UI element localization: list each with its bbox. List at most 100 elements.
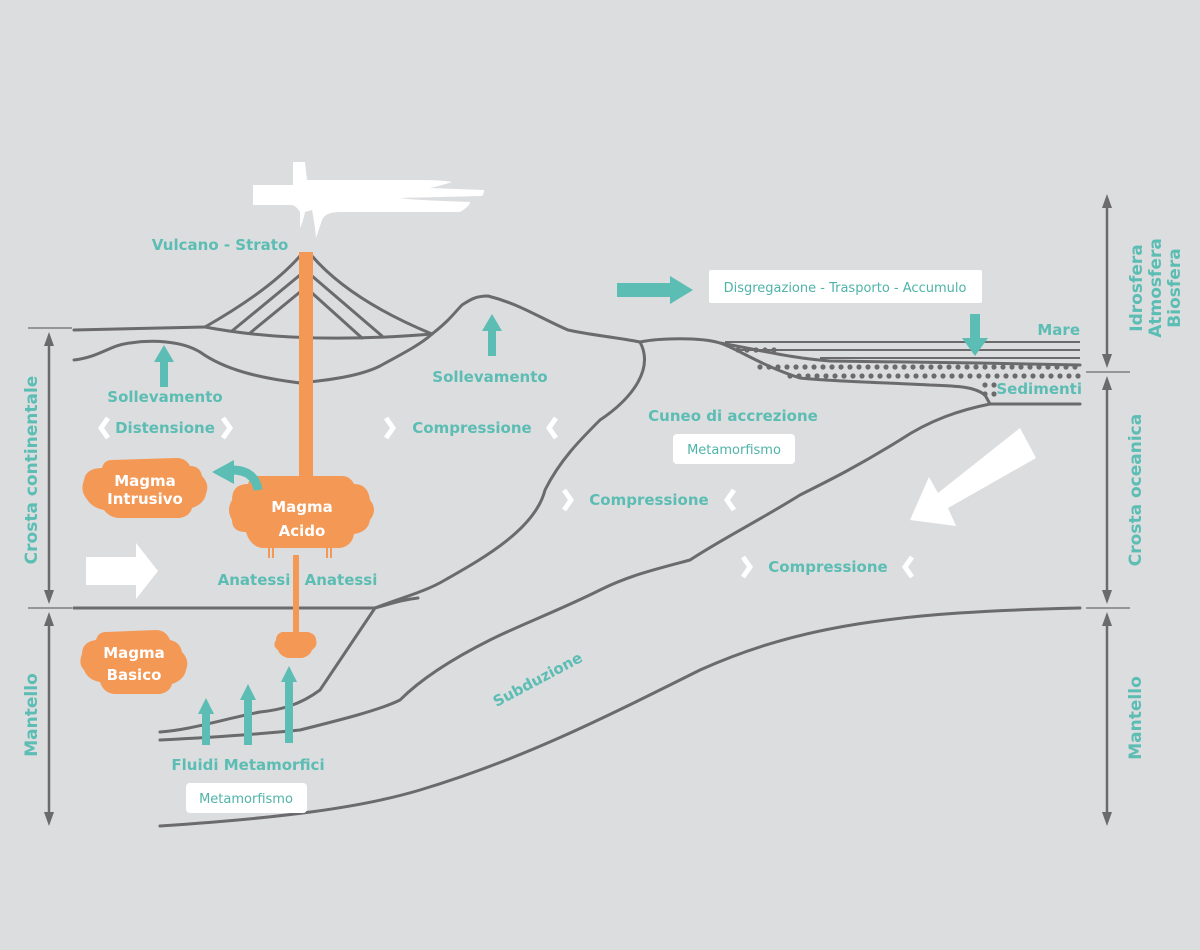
- sediment-dot: [910, 364, 916, 370]
- anatessi-drip: [326, 548, 328, 558]
- sediment-dot: [901, 364, 907, 370]
- label-mare: Mare: [1037, 321, 1080, 339]
- sediment-dot: [793, 364, 799, 370]
- sediment-dot: [964, 364, 970, 370]
- compression-chevron-3-left: [740, 555, 754, 579]
- sediment-dot: [784, 364, 790, 370]
- chevrons: [97, 416, 915, 579]
- sediment-dot: [847, 364, 853, 370]
- left-axis: Crosta continentale Mantello: [22, 327, 72, 826]
- sediment-dot: [1075, 373, 1081, 379]
- sediment-dot: [829, 364, 835, 370]
- sediment-dot: [820, 364, 826, 370]
- sediment-dot: [850, 373, 856, 379]
- sediment-top: [718, 341, 1082, 367]
- sediment-dot: [991, 391, 997, 397]
- label-subduzione: Subduzione: [490, 648, 586, 710]
- right-axis-label-crosta: Crosta oceanica: [1126, 414, 1146, 566]
- label-disgregazione: Disgregazione - Trasporto - Accumulo: [724, 281, 967, 296]
- label-magma-intrusivo-2: Intrusivo: [107, 490, 183, 508]
- label-compressione-2: Compressione: [589, 491, 708, 509]
- geology-lines: [72, 254, 1082, 828]
- magma-small-chamber: [274, 632, 317, 658]
- right-crust-double-arrow: [1102, 376, 1112, 604]
- label-magma-basico-2: Basico: [107, 666, 162, 684]
- label-metamorfismo-upper: Metamorfismo: [687, 443, 781, 458]
- sediment-dot: [1036, 364, 1042, 370]
- sediment-dot: [982, 391, 988, 397]
- right-axis: Idrosfera Atmosfera Biosfera Crosta ocea…: [1086, 194, 1185, 826]
- sediment-dot: [1054, 364, 1060, 370]
- sediment-dot: [865, 364, 871, 370]
- distension-chevron-right: [220, 416, 234, 440]
- label-magma-acido-2: Acido: [279, 522, 326, 540]
- fluid-arrow-1: [198, 698, 214, 745]
- disgregazione-box: [709, 270, 982, 303]
- sediment-dot: [841, 373, 847, 379]
- sediment-dot: [796, 373, 802, 379]
- sediment-dots: [735, 347, 1081, 397]
- anatessi-drip: [272, 548, 274, 558]
- sediment-dot: [955, 364, 961, 370]
- right-axis-label-idrosfera: Idrosfera: [1127, 244, 1147, 331]
- sediment-dot: [919, 364, 925, 370]
- sediment-dot: [775, 364, 781, 370]
- label-sedimenti: Sedimenti: [996, 380, 1082, 398]
- transport-arrow-right: [617, 276, 693, 304]
- sediment-dot: [1066, 373, 1072, 379]
- compression-chevron-2-right: [723, 488, 737, 512]
- plume-shape: [253, 162, 484, 238]
- sediment-dot: [1009, 364, 1015, 370]
- sediment-dot: [838, 364, 844, 370]
- sediment-dot: [946, 364, 952, 370]
- sediment-dot: [1003, 373, 1009, 379]
- volcanic-plume: [253, 162, 484, 238]
- left-axis-label-mantello: Mantello: [22, 673, 42, 756]
- uplift-arrow-right: [482, 314, 502, 356]
- compression-chevron-1-left: [383, 416, 397, 440]
- sediment-dot: [991, 382, 997, 388]
- label-magma-basico-1: Magma: [103, 644, 165, 662]
- sediment-dot: [787, 373, 793, 379]
- volcano-strata-right: [310, 274, 384, 340]
- sediment-dot: [1072, 364, 1078, 370]
- sediment-dot: [913, 373, 919, 379]
- mountain-fault: [373, 340, 646, 610]
- sediment-dot: [931, 373, 937, 379]
- sea-floor: [638, 337, 992, 406]
- sediment-dot: [895, 373, 901, 379]
- sediment-dot: [949, 373, 955, 379]
- right-axis-label-atmosfera: Atmosfera: [1146, 238, 1166, 338]
- label-compressione-3: Compressione: [768, 558, 887, 576]
- sediment-dot: [814, 373, 820, 379]
- label-cuneo-accrezione: Cuneo di accrezione: [648, 407, 818, 425]
- sediment-dot: [982, 382, 988, 388]
- sediment-dot: [973, 364, 979, 370]
- magma-elements: [80, 252, 374, 694]
- sediment-dot: [967, 373, 973, 379]
- left-mantle-double-arrow: [44, 612, 54, 826]
- sediment-dot: [904, 373, 910, 379]
- magma-conduit-lower: [293, 555, 299, 635]
- fluid-arrow-2: [240, 684, 256, 745]
- sediment-dot: [922, 373, 928, 379]
- right-axis-label-biosfera: Biosfera: [1165, 248, 1185, 327]
- metamorfismo-upper-box: [673, 434, 795, 464]
- sediment-dot: [832, 373, 838, 379]
- push-arrow-left: [86, 543, 158, 599]
- sediment-dot: [802, 364, 808, 370]
- sediment-dot: [1021, 373, 1027, 379]
- label-magma-intrusivo-1: Magma: [114, 472, 176, 490]
- sediment-dot: [753, 347, 759, 353]
- surface-line-left: [72, 325, 207, 332]
- sediment-dot: [985, 373, 991, 379]
- right-atmo-double-arrow: [1102, 194, 1112, 368]
- right-axis-label-mantello: Mantello: [1126, 676, 1146, 759]
- sediment-dot: [762, 347, 768, 353]
- sediment-dot: [1045, 364, 1051, 370]
- right-mountain: [430, 294, 642, 344]
- compression-chevron-3-right: [901, 555, 915, 579]
- sediment-dot: [868, 373, 874, 379]
- volcano-strata-left: [230, 273, 302, 335]
